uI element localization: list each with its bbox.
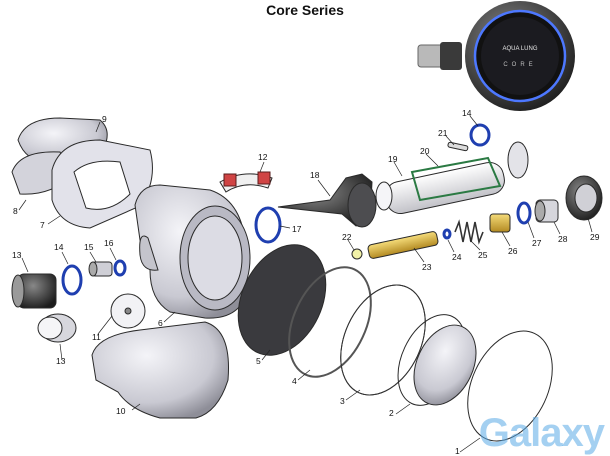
diaphragm	[237, 244, 327, 356]
adjustment-knob	[565, 175, 603, 221]
brand-text: AQUA LUNG	[502, 46, 537, 52]
callout-16: 16	[104, 238, 114, 248]
callout-6: 6	[158, 318, 163, 328]
exhaust-tee	[91, 321, 230, 419]
callout-15: 15	[84, 242, 94, 252]
oring-14-left	[61, 264, 83, 296]
swivel-fitting	[88, 261, 113, 277]
callout-10: 10	[116, 406, 126, 416]
diagram-title: Core Series	[266, 2, 344, 18]
oring-24	[442, 228, 452, 240]
callout-labels: 1 2 3 4 5 6 7 8 9 10 11 12 13 13 14 14 1…	[12, 108, 600, 456]
callout-18: 18	[310, 170, 320, 180]
valve-tube	[375, 141, 529, 215]
callout-13-top: 13	[12, 250, 22, 260]
leader-lines	[18, 115, 593, 453]
retaining-ring	[340, 284, 426, 396]
callout-26: 26	[508, 246, 518, 256]
seat	[351, 248, 363, 260]
callout-4: 4	[292, 376, 297, 386]
oring-27	[516, 201, 532, 225]
adjustment-nut	[534, 199, 559, 223]
watermark: Galaxy	[478, 411, 605, 455]
callout-25: 25	[478, 250, 488, 260]
mouthpiece-assembly	[11, 117, 153, 229]
callout-23: 23	[422, 262, 432, 272]
threaded-bushing	[37, 313, 77, 343]
callout-20: 20	[420, 146, 430, 156]
front-cover-ring	[467, 330, 553, 442]
oring-14-right	[469, 123, 491, 147]
callout-17: 17	[292, 224, 302, 234]
hose-nut	[11, 273, 57, 309]
callout-9: 9	[102, 114, 107, 124]
callout-14-right: 14	[462, 108, 472, 118]
callout-22: 22	[342, 232, 352, 242]
callout-12: 12	[258, 152, 268, 162]
oring-17	[254, 206, 282, 244]
callout-3: 3	[340, 396, 345, 406]
callout-29: 29	[590, 232, 600, 242]
orifice	[489, 213, 511, 233]
callout-28: 28	[558, 234, 568, 244]
product-photo: AQUA LUNG CORE	[417, 1, 605, 118]
venturi-lever	[277, 173, 377, 228]
lever	[410, 156, 502, 202]
exhaust-valve	[110, 293, 146, 329]
callout-27: 27	[532, 238, 542, 248]
callout-19: 19	[388, 154, 398, 164]
spring	[454, 219, 484, 245]
pin	[447, 141, 469, 152]
oring-16	[113, 259, 127, 277]
model-text: CORE	[503, 62, 536, 68]
clip	[219, 171, 273, 193]
callout-8: 8	[13, 206, 18, 216]
callout-7: 7	[40, 220, 45, 230]
poppet	[367, 231, 439, 259]
callout-21: 21	[438, 128, 448, 138]
callout-1: 1	[455, 446, 460, 456]
callout-11: 11	[92, 332, 101, 342]
callout-14-left: 14	[54, 242, 64, 252]
purge-button	[397, 314, 477, 406]
diaphragm-ring	[288, 266, 372, 378]
callout-24: 24	[452, 252, 462, 262]
second-stage-housing	[134, 184, 251, 319]
callout-5: 5	[256, 356, 261, 366]
callout-2: 2	[389, 408, 394, 418]
callout-13-bottom: 13	[56, 356, 66, 366]
